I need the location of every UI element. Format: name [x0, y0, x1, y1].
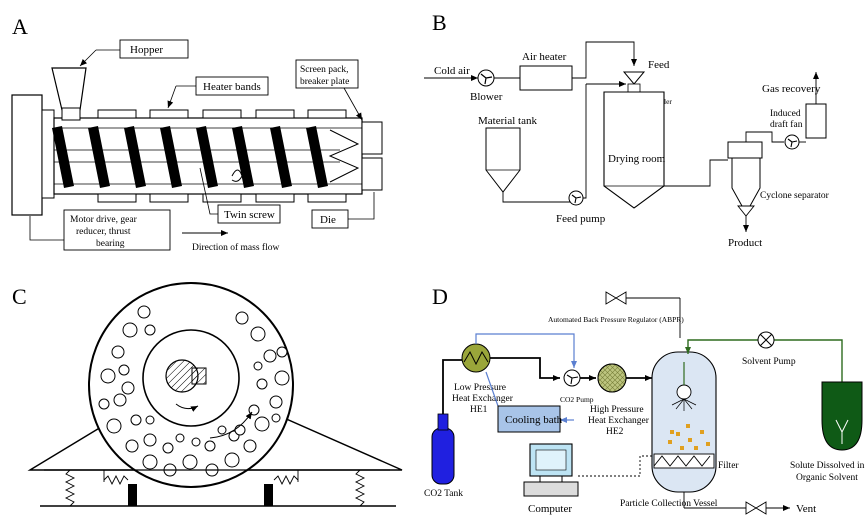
label-motor-3: bearing: [96, 239, 125, 249]
label-hp-2: Heat Exchanger: [588, 416, 650, 426]
label-twin-screw: Twin screw: [224, 209, 275, 221]
mill-foot-left: [128, 484, 137, 506]
label-die: Die: [320, 214, 336, 226]
label-solute-1: Solute Dissolved in: [790, 461, 865, 471]
label-feed: Feed: [648, 59, 670, 71]
vent-valve-icon: [745, 501, 757, 515]
mill-springs: [64, 469, 366, 507]
label-solute-2: Organic Solvent: [796, 473, 858, 483]
panel-a-extruder: A: [11, 14, 383, 253]
co2-tank: [431, 427, 455, 485]
drying-room-vessel: [603, 91, 665, 209]
label-heater-bands: Heater bands: [203, 81, 261, 93]
feed-nozzle: [622, 71, 646, 85]
label-vent: Vent: [796, 503, 816, 515]
label-induced-2: draft fan: [770, 119, 803, 130]
label-blower: Blower: [470, 91, 503, 103]
label-air-heater: Air heater: [522, 51, 567, 63]
label-screen-pack-2: breaker plate: [300, 77, 349, 87]
hopper-shape: [51, 67, 87, 111]
label-induced-1: Induced: [770, 109, 801, 119]
label-vessel: Particle Collection Vessel: [620, 499, 718, 509]
label-motor-2: reducer, thrust: [76, 227, 131, 237]
rotation-arrow-inner-icon: [175, 403, 199, 412]
panel-c-letter: C: [12, 284, 27, 309]
heater-bands-top: [97, 109, 347, 119]
label-feed-pump: Feed pump: [556, 213, 606, 225]
computer-base: [523, 481, 579, 497]
filter-element: [653, 453, 715, 469]
label-cold-air: Cold air: [434, 65, 470, 77]
label-motor-1: Motor drive, gear: [70, 215, 138, 225]
label-lp-2: Heat Exchanger: [452, 394, 514, 404]
panel-d-letter: D: [432, 284, 448, 309]
rotation-arrow-outer-icon: [209, 411, 253, 439]
label-abpr: Automated Back Pressure Regulator (ABPR): [548, 315, 684, 324]
panel-b-spray-dryer: B Cold air Blower Air heater Feed Sprink…: [424, 10, 830, 249]
label-hp-1: High Pressure: [590, 405, 644, 415]
gear-reducer-block: [41, 109, 55, 199]
twin-screw-flights: [52, 126, 328, 188]
solute-flask: [821, 381, 863, 451]
label-hp-3: HE2: [606, 427, 624, 437]
label-co2-pump: CO2 Pump: [560, 395, 594, 404]
label-filter: Filter: [718, 461, 739, 471]
label-product: Product: [728, 237, 762, 249]
label-screen-pack-1: Screen pack,: [300, 65, 349, 75]
cyclone-separator: [731, 157, 761, 207]
panel-b-letter: B: [432, 10, 447, 35]
label-cyclone-separator: Cyclone separator: [760, 191, 830, 201]
label-hopper: Hopper: [130, 44, 163, 56]
rotation-arrow-icon: [231, 169, 243, 182]
panel-c-ball-mill: C: [12, 282, 403, 507]
label-lp-3: HE1: [470, 405, 488, 415]
gas-recovery-unit: [805, 103, 827, 139]
label-solvent-pump: Solvent Pump: [742, 357, 796, 367]
air-heater-box: [519, 65, 573, 91]
label-computer: Computer: [528, 503, 572, 515]
label-lp-1: Low Pressure: [454, 383, 506, 393]
label-gas-recovery: Gas recovery: [762, 83, 821, 95]
cyclone-top: [727, 141, 763, 159]
mill-foot-right: [264, 484, 273, 506]
label-drying-room: Drying room: [608, 153, 666, 165]
panel-d-scf-process: D Automated Back Pressure Regulator (ABP…: [424, 284, 865, 515]
label-flow-direction: Direction of mass flow: [192, 242, 279, 253]
label-cooling-bath: Cooling bath: [505, 414, 563, 426]
motor-drive-block: [11, 94, 43, 216]
label-material-tank: Material tank: [478, 115, 537, 127]
cooling-bath: [497, 405, 561, 433]
collected-particles: [668, 424, 710, 450]
panel-a-letter: A: [12, 14, 28, 39]
screen-pack: [361, 121, 383, 155]
material-tank: [485, 127, 521, 193]
heater-bands-bottom: [97, 193, 347, 203]
die-block: [361, 157, 383, 191]
grinding-balls: [98, 305, 290, 477]
label-co2-tank: CO2 Tank: [424, 489, 463, 499]
abpr-valve-icon: [605, 291, 617, 305]
